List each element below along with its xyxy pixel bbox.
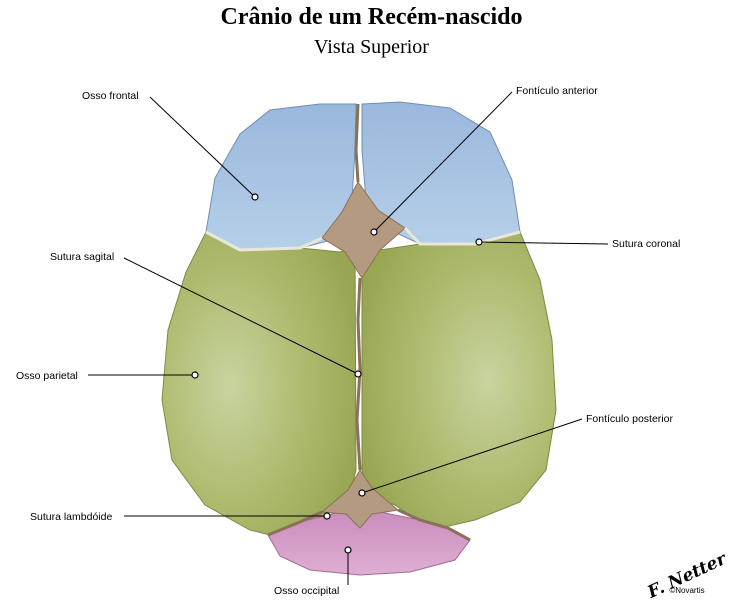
signature-copyright: ©Novartis [669,586,705,595]
label-sutura-lambdoide: Sutura lambdóide [30,511,112,523]
occipital-marker [344,546,352,554]
coronal-marker [475,238,483,246]
artist-signature: F. Netter ©Novartis [645,549,730,603]
parietal-marker [191,371,199,379]
posterior-fontanelle [320,469,400,529]
page-title: Crânio de um Recém-nascido [220,4,523,30]
posterior-fontanelle-marker [358,489,366,497]
label-osso-occipital: Osso occipital [274,585,339,597]
label-sutura-sagital: Sutura sagital [50,251,114,263]
coronal-suture [205,226,521,252]
lambdoid-marker [323,512,331,520]
frontal-marker [251,193,259,201]
lambdoid-suture [267,508,471,542]
sagittal-suture [354,103,362,471]
page-subtitle: Vista Superior [314,36,429,58]
label-fonticulo-anterior: Fontículo anterior [516,85,598,97]
label-sutura-coronal: Sutura coronal [612,238,680,250]
label-fonticulo-posterior: Fontículo posterior [586,413,673,425]
anterior-fontanelle [321,181,406,279]
anterior-fontanelle-marker [370,228,378,236]
left-parietal-bone [161,231,357,541]
label-osso-frontal: Osso frontal [82,90,139,102]
label-osso-parietal: Osso parietal [16,370,78,382]
sagittal-marker [354,370,362,378]
